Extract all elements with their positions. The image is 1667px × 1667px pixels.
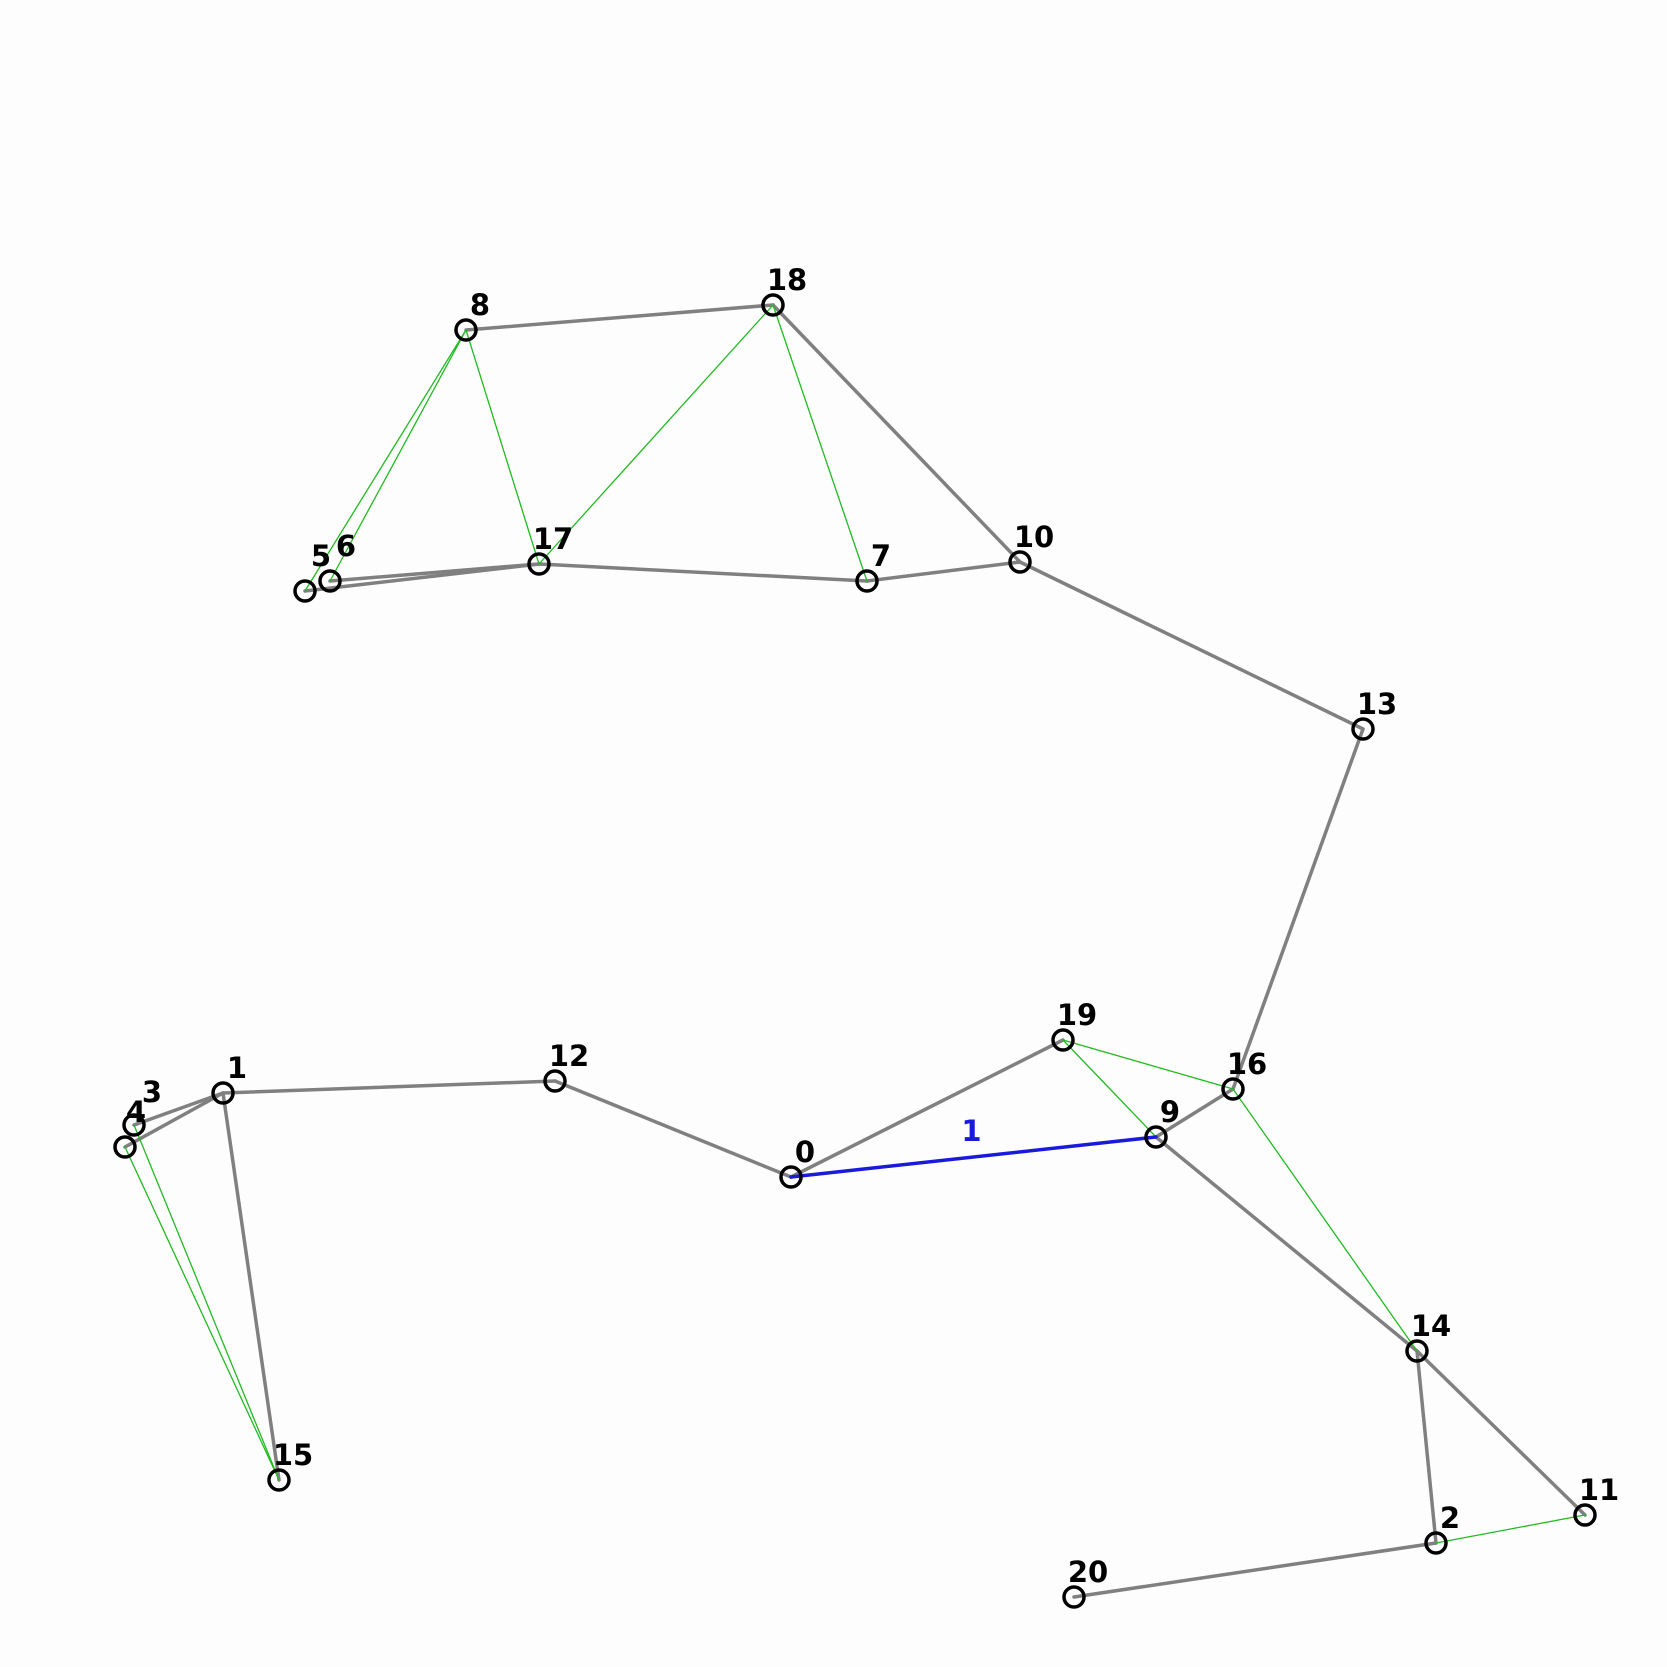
node-19[interactable]	[1051, 1028, 1075, 1052]
edge-7-17	[537, 562, 869, 583]
node-label-13: 13	[1357, 687, 1397, 721]
edge-13-16	[1231, 727, 1365, 1091]
edge-18-7	[772, 304, 868, 582]
node-label-14: 14	[1411, 1309, 1451, 1343]
node-0[interactable]	[779, 1165, 803, 1189]
edge-8-17	[465, 329, 540, 565]
edge-0-19	[789, 1038, 1065, 1179]
node-11[interactable]	[1573, 1503, 1597, 1527]
edge-0-12	[553, 1079, 793, 1179]
node-9[interactable]	[1144, 1125, 1168, 1149]
edge-3-15	[133, 1124, 280, 1481]
node-1[interactable]	[211, 1081, 235, 1105]
edge-19-9	[1062, 1039, 1157, 1138]
edge-14-2	[1415, 1349, 1438, 1545]
edge-4-15	[124, 1146, 280, 1481]
edges-layer	[123, 303, 1587, 1599]
node-8[interactable]	[454, 318, 478, 342]
node-4[interactable]	[113, 1135, 137, 1159]
node-label-4: 4	[126, 1095, 146, 1129]
node-13[interactable]	[1351, 717, 1375, 741]
edge-12-1	[221, 1079, 557, 1095]
node-6[interactable]	[318, 569, 342, 593]
edge-1-4	[123, 1091, 225, 1149]
node-12[interactable]	[543, 1069, 567, 1093]
edge-19-16	[1062, 1039, 1234, 1090]
node-16[interactable]	[1221, 1077, 1245, 1101]
node-label-8: 8	[470, 288, 490, 322]
node-label-10: 10	[1014, 520, 1054, 554]
node-label-12: 12	[549, 1039, 589, 1073]
node-18[interactable]	[761, 293, 785, 317]
node-label-2: 2	[1440, 1501, 1460, 1535]
edge-10-7	[865, 560, 1022, 583]
edge-16-14	[1232, 1088, 1418, 1352]
node-label-16: 16	[1227, 1047, 1267, 1081]
edge-17-5	[303, 562, 541, 593]
node-label-6: 6	[336, 529, 356, 563]
node-20[interactable]	[1062, 1585, 1086, 1609]
node-label-18: 18	[767, 263, 807, 297]
edge-2-20	[1072, 1541, 1438, 1599]
node-2[interactable]	[1424, 1531, 1448, 1555]
edge-labels-layer: 1	[961, 1114, 981, 1148]
edge-1-15	[221, 1091, 281, 1482]
node-label-0: 0	[795, 1135, 815, 1169]
node-10[interactable]	[1008, 550, 1032, 574]
node-label-7: 7	[871, 539, 891, 573]
node-label-3: 3	[142, 1075, 162, 1109]
node-7[interactable]	[855, 569, 879, 593]
edge-18-17	[538, 304, 774, 565]
node-label-15: 15	[273, 1438, 313, 1472]
edge-18-10	[771, 303, 1022, 564]
edge-0-9	[789, 1135, 1158, 1179]
node-label-19: 19	[1057, 998, 1097, 1032]
edge-8-18	[464, 303, 775, 332]
edge-10-13	[1018, 560, 1365, 731]
node-label-20: 20	[1068, 1555, 1108, 1589]
edge-14-11	[1415, 1349, 1587, 1517]
edge-1-3	[132, 1091, 225, 1127]
node-5[interactable]	[293, 579, 317, 603]
nodes-layer	[113, 293, 1597, 1609]
node-15[interactable]	[267, 1468, 291, 1492]
edge-8-6	[329, 329, 467, 582]
node-label-17: 17	[533, 522, 573, 556]
edge-label-0-9: 1	[961, 1114, 981, 1148]
node-3[interactable]	[122, 1113, 146, 1137]
edge-2-11	[1435, 1514, 1586, 1544]
node-label-11: 11	[1579, 1473, 1619, 1507]
node-label-1: 1	[227, 1051, 247, 1085]
edge-8-5	[304, 329, 467, 592]
node-14[interactable]	[1405, 1339, 1429, 1363]
node-label-5: 5	[311, 539, 331, 573]
edge-16-9	[1154, 1087, 1235, 1139]
node-label-9: 9	[1160, 1095, 1180, 1129]
edge-9-14	[1154, 1135, 1419, 1353]
node-17[interactable]	[527, 552, 551, 576]
